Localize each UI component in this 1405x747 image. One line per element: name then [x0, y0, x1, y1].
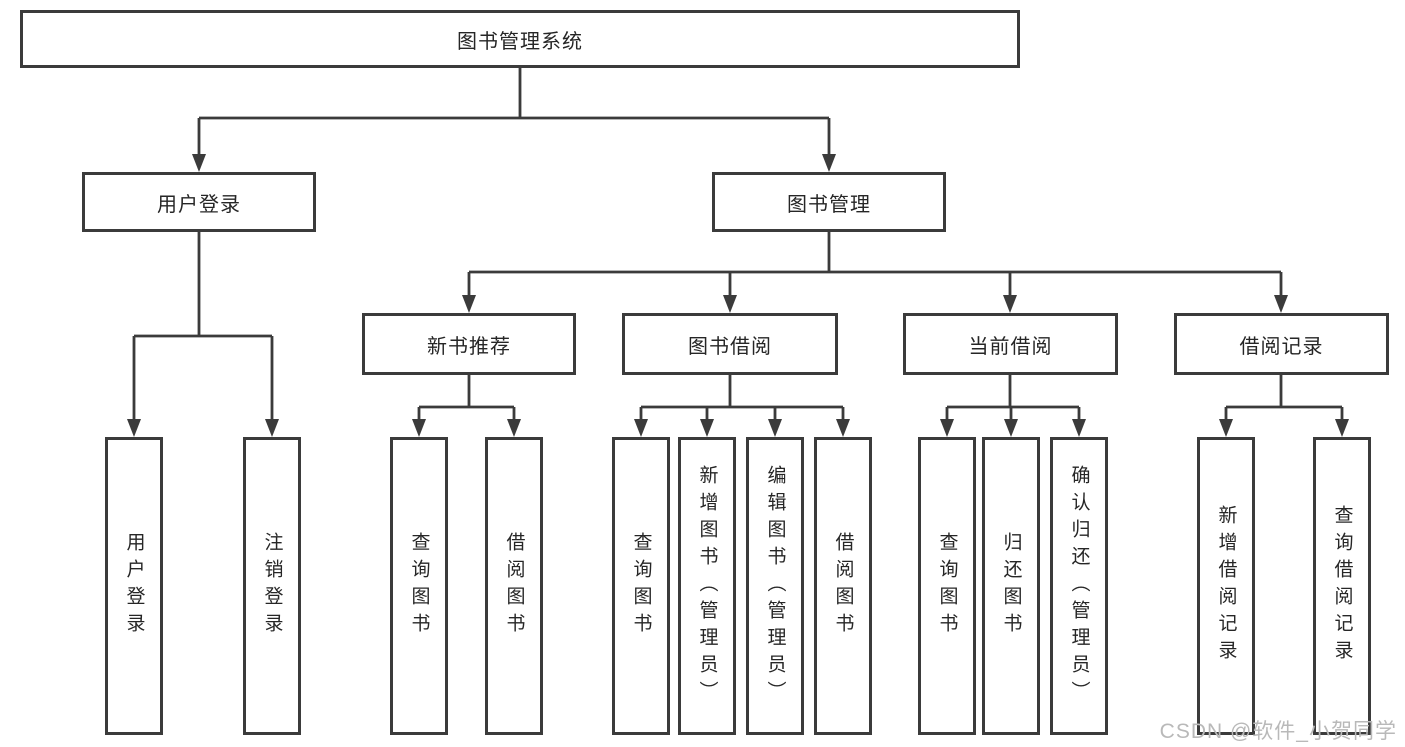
node-user-login: 用户登录 [82, 172, 316, 232]
leaf-borrow-edit-books-admin: 编辑图书（管理员） [746, 437, 804, 735]
csdn-watermark: CSDN @软件_小贺同学 [1159, 720, 1397, 743]
node-root: 图书管理系统 [20, 10, 1020, 68]
leaf-borrow-borrow-books: 借阅图书 [814, 437, 872, 735]
leaf-records-query-record: 查询借阅记录 [1313, 437, 1371, 735]
leaf-records-add-record: 新增借阅记录 [1197, 437, 1255, 735]
leaf-newbook-query-books: 查询图书 [390, 437, 448, 735]
leaf-logout: 注销登录 [243, 437, 301, 735]
leaf-current-query-books: 查询图书 [918, 437, 976, 735]
node-book-borrow-label: 图书借阅 [688, 335, 772, 358]
leaf-newbook-borrow-books: 借阅图书 [485, 437, 543, 735]
leaf-borrow-query-books: 查询图书 [612, 437, 670, 735]
node-current-borrow-label: 当前借阅 [968, 335, 1053, 358]
node-new-book-recommend: 新书推荐 [362, 313, 576, 375]
node-book-management-label: 图书管理 [787, 193, 871, 216]
node-book-borrow: 图书借阅 [622, 313, 838, 375]
leaf-current-confirm-return-admin: 确认归还（管理员） [1050, 437, 1108, 735]
node-borrow-records: 借阅记录 [1174, 313, 1389, 375]
node-borrow-records-label: 借阅记录 [1239, 335, 1324, 358]
leaf-user-login: 用户登录 [105, 437, 163, 735]
node-current-borrow: 当前借阅 [903, 313, 1118, 375]
leaf-current-return-books: 归还图书 [982, 437, 1040, 735]
node-root-label: 图书管理系统 [457, 30, 583, 53]
leaf-borrow-add-books-admin: 新增图书（管理员） [678, 437, 736, 735]
node-book-management: 图书管理 [712, 172, 946, 232]
node-new-book-recommend-label: 新书推荐 [427, 335, 511, 358]
node-user-login-label: 用户登录 [157, 193, 241, 216]
